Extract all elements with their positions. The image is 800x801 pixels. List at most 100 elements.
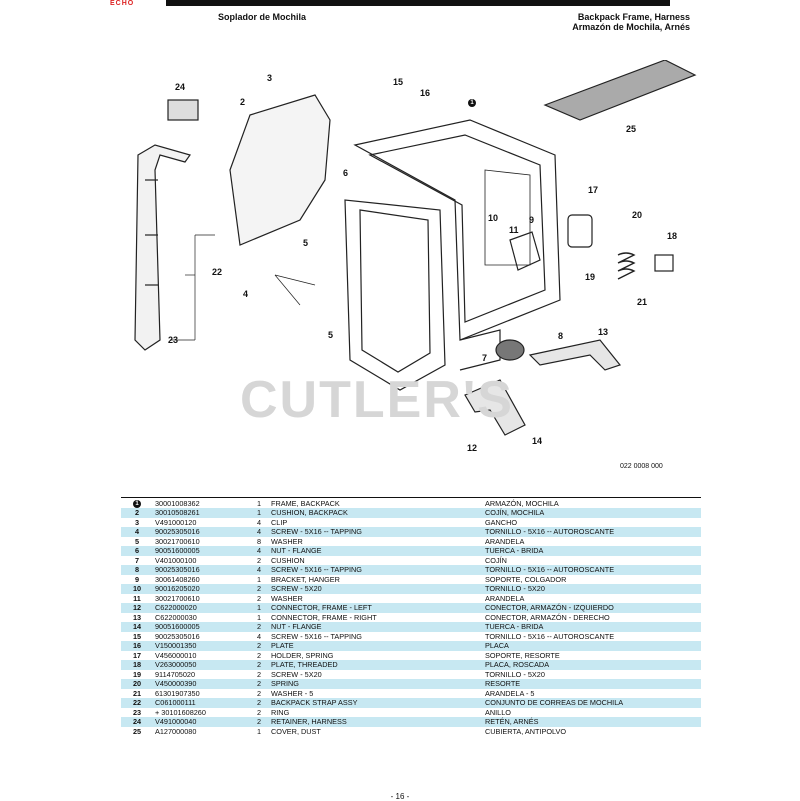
part-code-cell: V450000390 xyxy=(153,679,249,689)
retainer-harness xyxy=(167,99,199,121)
callout-20: 20 xyxy=(632,210,643,220)
part-code-cell: V456000010 xyxy=(155,650,197,660)
quantity-cell: 2 xyxy=(249,679,269,689)
callout-6: 6 xyxy=(343,168,349,178)
part-code-cell: + 30101608260 xyxy=(155,707,206,717)
callout-9: 9 xyxy=(529,215,535,225)
description-en-cell: RING xyxy=(271,707,290,717)
part-number-cell: 13 xyxy=(132,612,142,622)
quantity-cell: 2 xyxy=(256,650,262,660)
description-en-cell: SPRING xyxy=(269,679,483,689)
description-es-cell: COJÍN, MOCHILA xyxy=(483,508,701,518)
quantity-cell: 2 xyxy=(249,698,269,708)
description-es-cell: GANCHO xyxy=(485,517,518,527)
callout-2: 2 xyxy=(240,97,246,107)
part-code-cell: 30001008362 xyxy=(153,497,249,508)
part-number-cell: 9 xyxy=(134,574,140,584)
circled-number-icon: 1 xyxy=(133,500,141,508)
callout-12: 12 xyxy=(467,443,478,453)
description-en-cell: COVER, DUST xyxy=(271,726,321,736)
part-code-cell: 90051600005 xyxy=(153,546,249,556)
callout-19: 19 xyxy=(585,272,596,282)
part-code-cell: C061000111 xyxy=(153,698,249,708)
description-en-cell: FRAME, BACKPACK xyxy=(269,497,483,508)
part-number-cell: 11 xyxy=(133,593,141,603)
part-code-cell: 30021700610 xyxy=(155,536,200,546)
brand-logo: ECHO xyxy=(110,0,166,7)
quantity-cell: 2 xyxy=(249,641,269,651)
figure-code: 022 0008 000 xyxy=(620,463,663,470)
part-number-cell: 19 xyxy=(132,669,142,679)
callout-3: 3 xyxy=(267,73,273,83)
callout-13: 13 xyxy=(598,327,609,337)
part-code-cell: V491000040 xyxy=(153,717,249,727)
header-title-right: Backpack Frame, Harness Armazón de Mochi… xyxy=(572,12,690,32)
part-code-cell: 90025305016 xyxy=(155,631,200,641)
part-number-cell: 16 xyxy=(121,641,153,651)
description-en-cell: SCREW - 5X20 xyxy=(269,584,483,594)
description-es-cell: TUERCA - BRIDA xyxy=(483,546,701,556)
part-number-cell: 25 xyxy=(132,726,142,736)
part-code-cell: 30021700610 xyxy=(155,593,200,603)
callout-17: 17 xyxy=(588,185,599,195)
description-en-cell: BRACKET, HANGER xyxy=(271,574,340,584)
exploded-diagram xyxy=(134,60,697,436)
description-en-cell: NUT - FLANGE xyxy=(269,622,483,632)
dust-cover xyxy=(543,60,697,121)
connector-left xyxy=(464,379,526,436)
part-number-cell: 2 xyxy=(121,508,153,518)
description-es-cell: RETÉN, ARNÉS xyxy=(483,717,701,727)
description-es-cell: CUBIERTA, ANTIPOLVO xyxy=(485,726,567,736)
part-number-cell: 20 xyxy=(121,679,153,689)
callout-8: 8 xyxy=(558,331,564,341)
description-en-cell: RETAINER, HARNESS xyxy=(269,717,483,727)
description-es-cell: SOPORTE, COLGADOR xyxy=(485,574,567,584)
description-es-cell: SOPORTE, RESORTE xyxy=(485,650,560,660)
quantity-cell: 2 xyxy=(249,584,269,594)
description-en-cell: WASHER xyxy=(271,593,303,603)
backpack-strap xyxy=(134,144,191,351)
part-code-cell: A127000080 xyxy=(155,726,197,736)
description-en-cell: HOLDER, SPRING xyxy=(271,650,334,660)
description-en-cell: CONNECTOR, FRAME - RIGHT xyxy=(271,612,377,622)
callout-10: 10 xyxy=(488,213,499,223)
part-code-cell: V263000050 xyxy=(153,660,249,670)
description-en-cell: SCREW - 5X16 -- TAPPING xyxy=(271,631,362,641)
description-en-cell: WASHER - 5 xyxy=(271,688,314,698)
part-number-cell: 21 xyxy=(132,688,142,698)
watermark: CUTLER'S xyxy=(240,371,514,429)
quantity-cell: 2 xyxy=(249,622,269,632)
header-title-es: Armazón de Mochila, Arnés xyxy=(572,22,690,32)
part-code-cell: 90016205020 xyxy=(153,584,249,594)
connector-right xyxy=(528,339,622,371)
quantity-cell: 4 xyxy=(256,631,262,641)
quantity-cell: 4 xyxy=(249,546,269,556)
header-title-left: Soplador de Mochila xyxy=(218,12,307,22)
part-code-cell: 61301907350 xyxy=(155,688,200,698)
description-en-cell: BACKPACK STRAP ASSY xyxy=(269,698,483,708)
quantity-cell: 1 xyxy=(249,603,269,613)
header-bar xyxy=(110,0,670,6)
quantity-cell: 1 xyxy=(249,497,269,508)
description-es-cell: PLACA xyxy=(483,641,701,651)
quantity-cell: 1 xyxy=(249,508,269,518)
description-en-cell: CUSHION, BACKPACK xyxy=(269,508,483,518)
quantity-cell: 2 xyxy=(249,717,269,727)
frame-backpack xyxy=(344,119,561,391)
description-es-cell: ARANDELA - 5 xyxy=(485,688,535,698)
part-code-cell: V150001350 xyxy=(153,641,249,651)
callout-15: 15 xyxy=(393,77,404,87)
